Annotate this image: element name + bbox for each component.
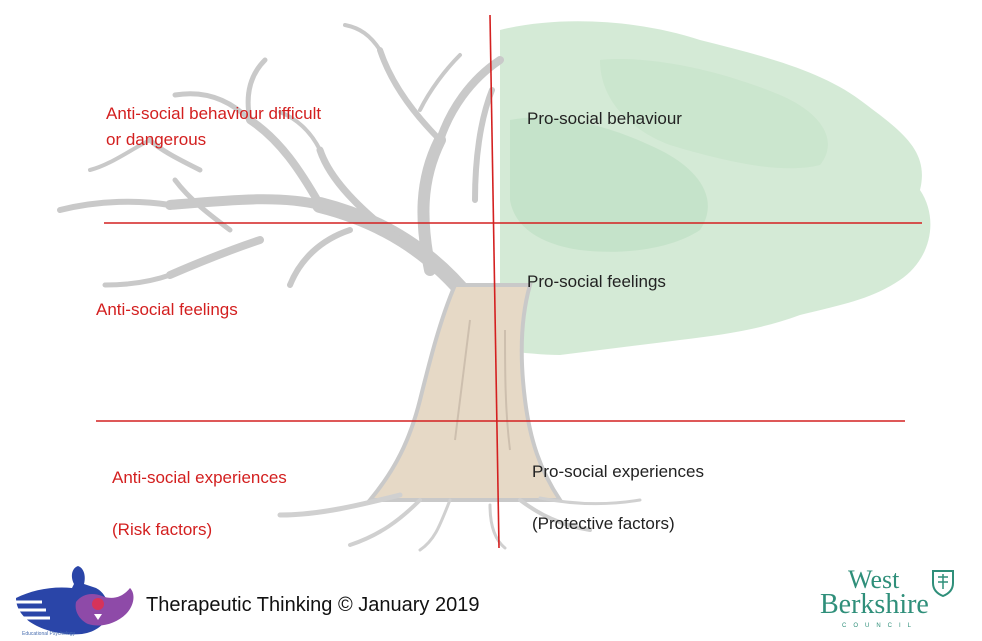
pro-social-behaviour-label: Pro-social behaviour bbox=[527, 109, 682, 128]
west-berkshire-logo: West Berkshire COUNCIL bbox=[818, 565, 978, 637]
tree-branches bbox=[57, 23, 504, 308]
tree-roots bbox=[277, 492, 642, 552]
red-heart-icon bbox=[92, 598, 104, 610]
pro-social-experiences-label: Pro-social experiences (Protective facto… bbox=[532, 462, 704, 533]
footer-copyright: Therapeutic Thinking © January 2019 bbox=[146, 594, 480, 616]
educational-psychology-logo bbox=[14, 566, 134, 635]
quadrant-dividers bbox=[96, 14, 922, 549]
anti-social-feelings-label: Anti-social feelings bbox=[96, 300, 238, 319]
anti-social-behaviour-label: Anti-social behaviour difficult or dange… bbox=[106, 104, 322, 149]
educational-psychology-caption: Educational Psychology bbox=[22, 631, 76, 637]
pro-social-feelings-label: Pro-social feelings bbox=[527, 272, 666, 291]
tree-canopy bbox=[500, 21, 931, 356]
vertical-divider bbox=[489, 14, 500, 549]
crest-icon bbox=[932, 570, 954, 597]
west-berkshire-logo-line3: COUNCIL bbox=[842, 623, 919, 629]
west-berkshire-logo-line1: West bbox=[848, 565, 900, 594]
purple-hand-icon bbox=[75, 588, 134, 626]
west-berkshire-logo-line2: Berkshire bbox=[820, 589, 929, 620]
anti-social-experiences-label: Anti-social experiences (Risk factors) bbox=[112, 468, 287, 539]
